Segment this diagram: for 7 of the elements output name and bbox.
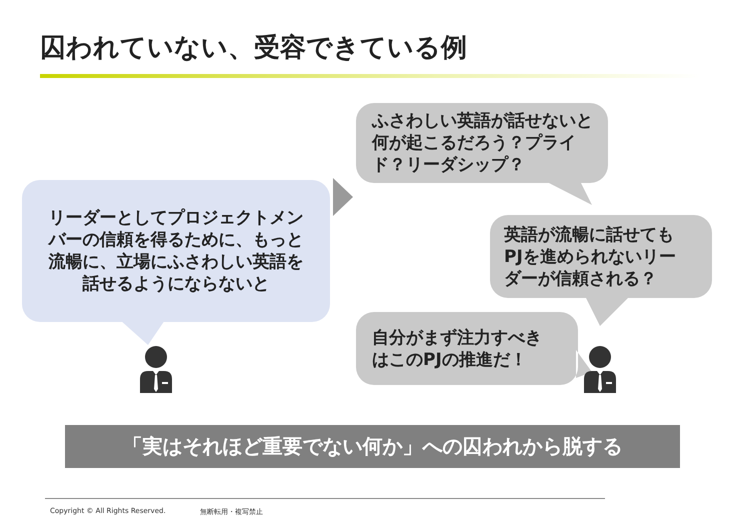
speech-bubble: ふさわしい英語が話せないと何が起こるだろう？プライド？リーダシップ？ <box>356 103 608 205</box>
title: 囚われていない、受容できている例 <box>40 32 467 65</box>
speech-bubble: 英語が流暢に話せてもPJを進められないリーダーが信頼される？ <box>490 215 712 326</box>
speech-bubble: 自分がまず注力すべきはこのPJの推進だ！ <box>356 312 592 385</box>
chevron-arrow <box>333 178 353 216</box>
banner: 「実はそれほど重要でない何か」への囚われから脱する <box>65 425 680 468</box>
speech-bubble: リーダーとしてプロジェクトメンバーの信頼を得るために、もっと流暢に、立場にふさわしい英語を話せるようにならないと <box>22 180 330 345</box>
